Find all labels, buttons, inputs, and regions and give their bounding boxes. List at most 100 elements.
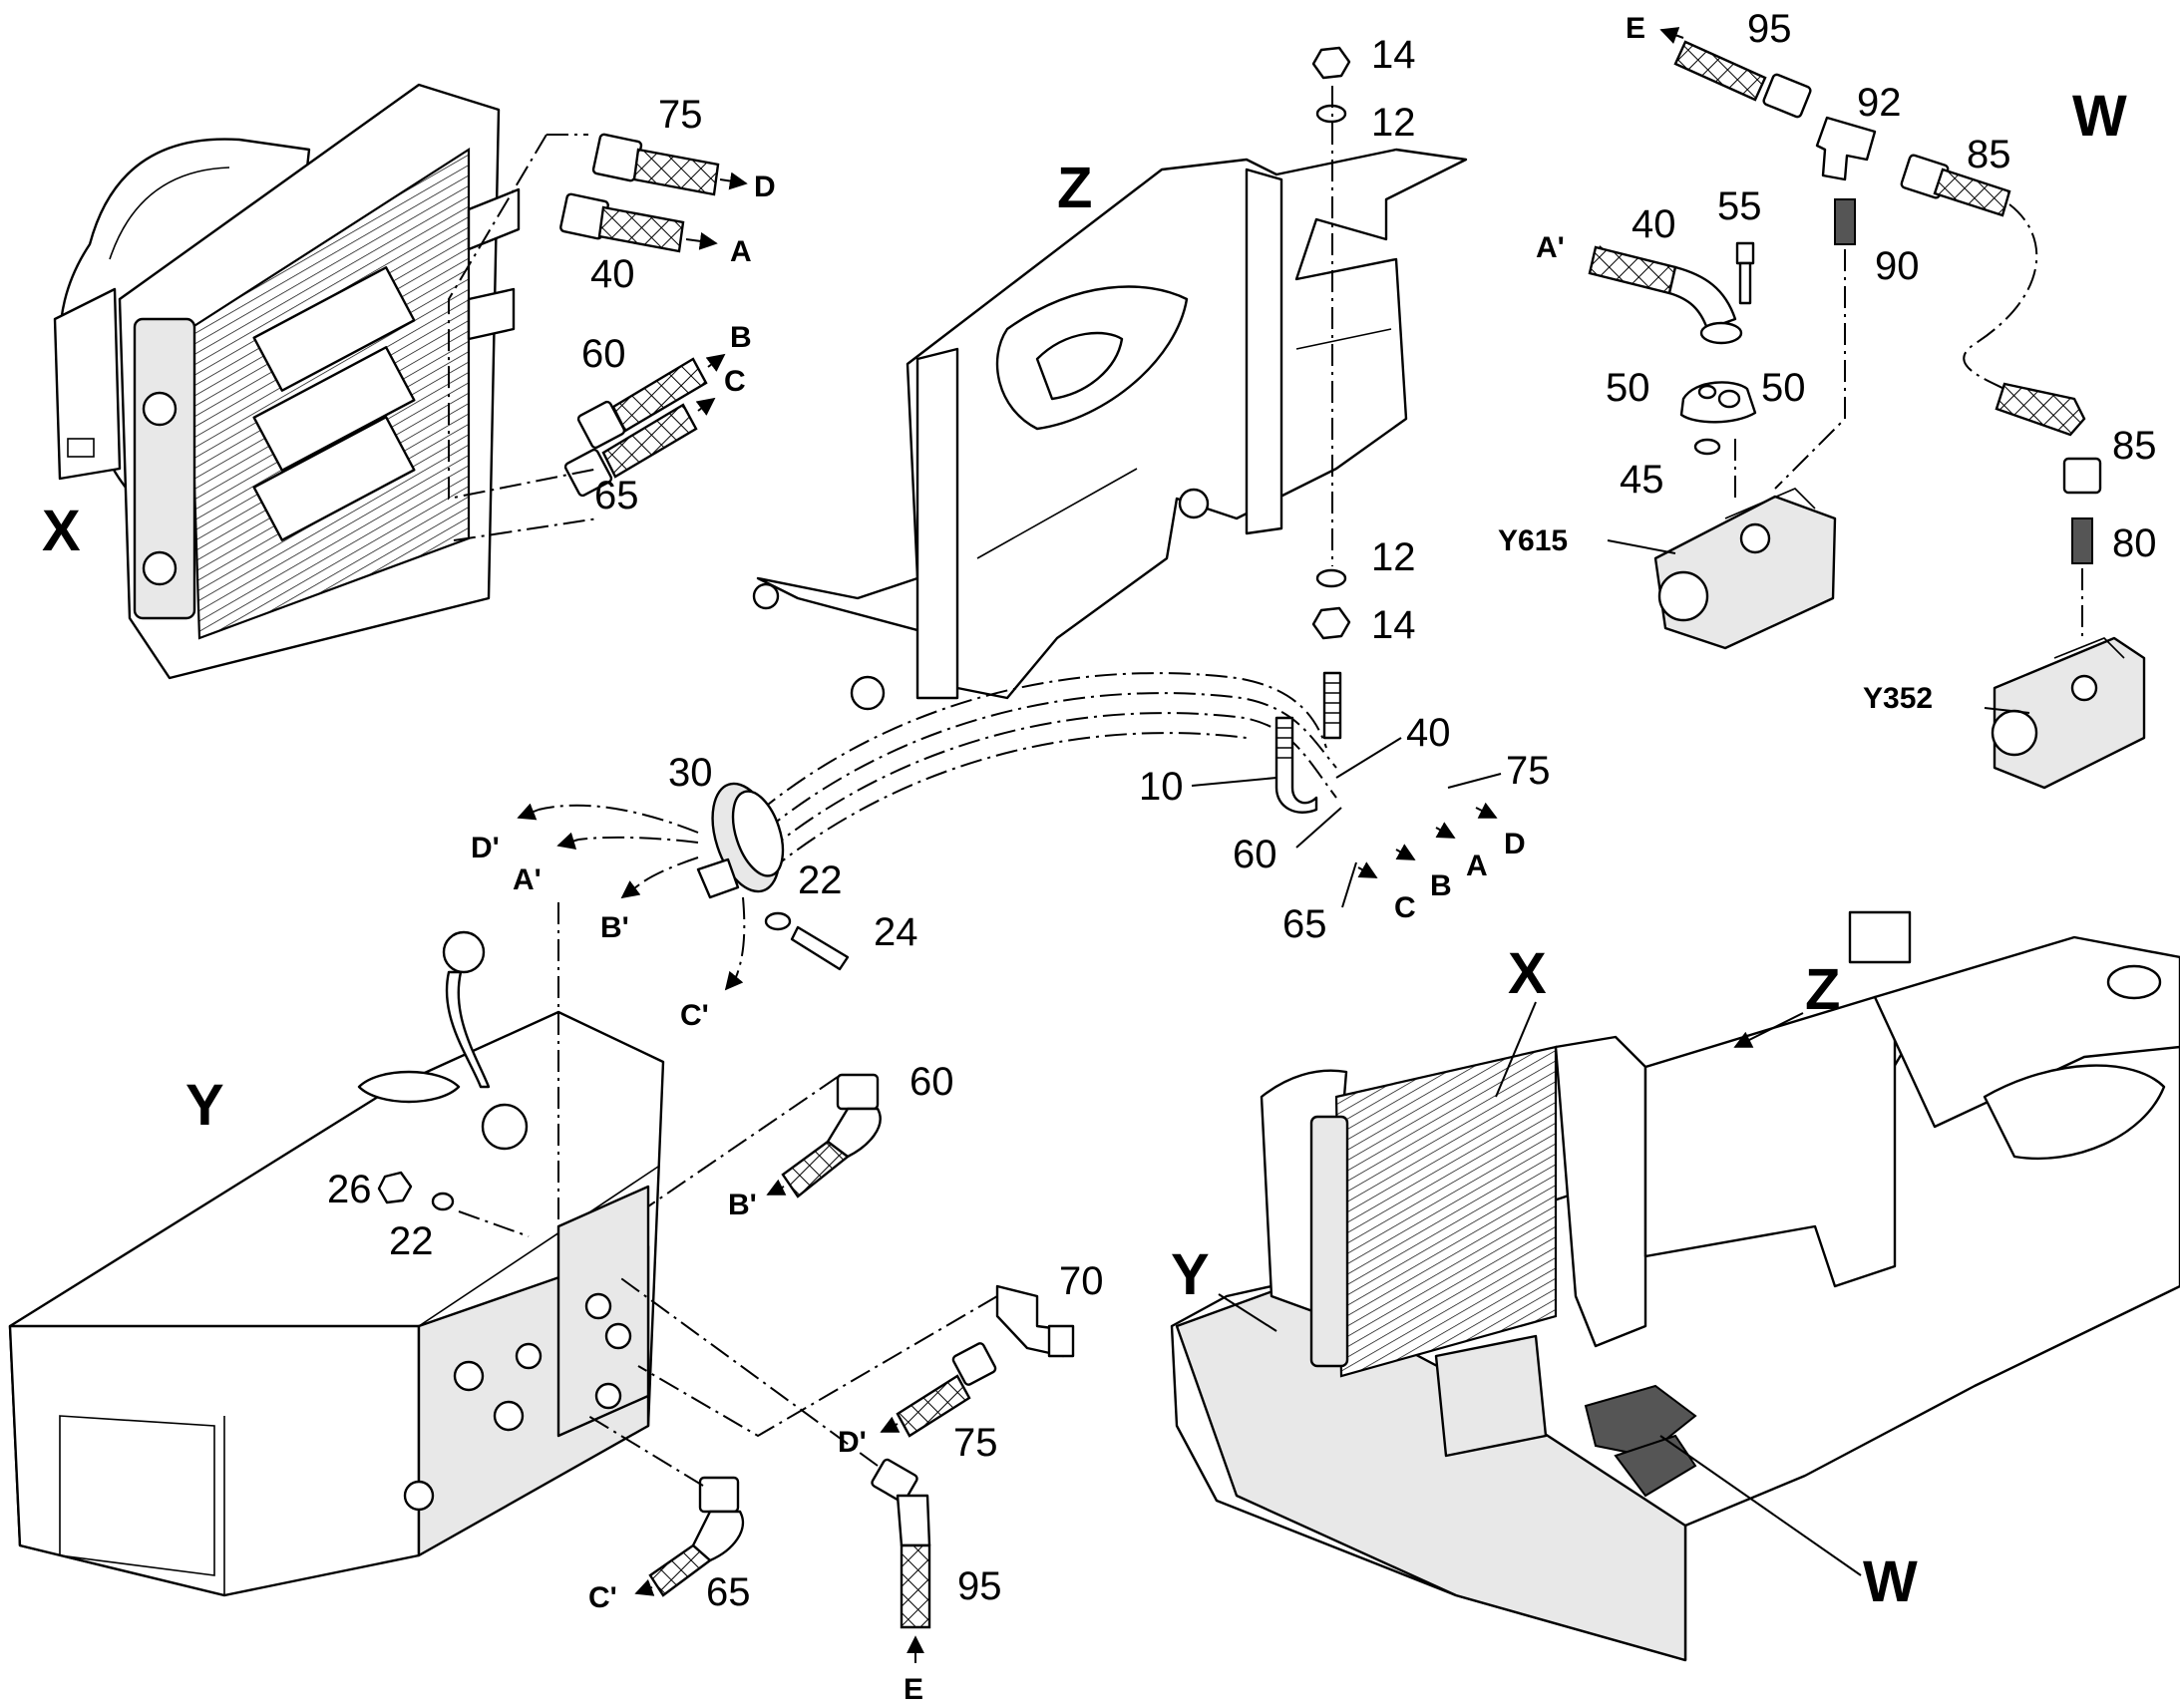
overview-leader-y (1218, 1293, 1277, 1332)
hose-75-bottom (880, 1342, 997, 1438)
view-label-y: Y (185, 1073, 224, 1138)
hose-40-top (559, 192, 718, 253)
part-number-26: 26 (327, 1168, 372, 1211)
part-number-55: 55 (1717, 184, 1762, 228)
tank-assembly (8, 930, 665, 1597)
overview-label-y: Y (1171, 1242, 1210, 1307)
arrow-b-prime (620, 880, 641, 899)
arrow-d-bundle (1475, 802, 1498, 819)
clamp-bracket-10 (1274, 716, 1318, 814)
hose-95-top (1659, 27, 1812, 119)
part-number-70: 70 (1059, 1259, 1104, 1303)
tee-70 (995, 1284, 1075, 1358)
point-b-prime: B' (600, 911, 629, 944)
view-label-z: Z (1057, 156, 1092, 220)
arrow-d-prime (517, 803, 540, 821)
point-d-bundle: D (1504, 828, 1526, 860)
cooler-assembly (53, 83, 521, 680)
point-a-top: A (730, 235, 752, 268)
fastener-stack (1311, 46, 1351, 740)
hose-65-bottom (634, 1476, 745, 1597)
part-number-60-bundle: 60 (1233, 833, 1277, 876)
point-c-prime-bottom: C' (588, 1581, 617, 1614)
part-number-50-left: 50 (1606, 366, 1650, 410)
part-number-22-left: 22 (389, 1219, 434, 1263)
hose-85-lower (1995, 382, 2102, 564)
part-number-12-mid: 12 (1371, 535, 1416, 579)
part-number-95-top: 95 (1747, 7, 1792, 51)
part-number-40-right: 40 (1632, 202, 1676, 246)
hose-60-bottom (766, 1073, 882, 1198)
point-d-top: D (754, 171, 776, 203)
overview-label-x: X (1508, 941, 1547, 1006)
part-number-12-top: 12 (1371, 101, 1416, 145)
grommet-30 (696, 782, 785, 899)
overview-leader-w (1659, 1435, 1862, 1576)
view-label-x: X (42, 499, 81, 563)
hose-40-right (1588, 244, 1743, 345)
hose-65-top (563, 397, 716, 498)
overview-leader-x (1495, 1001, 1537, 1098)
overview-label-z: Z (1805, 957, 1840, 1022)
point-c-top: C (724, 365, 746, 398)
arrow-c-bundle (1357, 861, 1378, 878)
part-number-40-bundle: 40 (1406, 711, 1451, 755)
tee-92 (1815, 116, 1877, 245)
part-number-80: 80 (2112, 521, 2157, 565)
point-d-prime: D' (471, 832, 500, 864)
part-number-90: 90 (1875, 244, 1920, 288)
part-number-14-top: 14 (1371, 33, 1416, 77)
point-c-prime: C' (680, 999, 709, 1032)
machine-overview (1170, 910, 2180, 1662)
hose-95-bottom (871, 1458, 931, 1663)
part-number-92: 92 (1857, 81, 1902, 125)
point-a-prime-right: A' (1536, 231, 1565, 264)
part-number-95-bottom: 95 (957, 1564, 1002, 1608)
part-number-60-bottom: 60 (909, 1060, 954, 1104)
seal-45 (1693, 438, 1721, 456)
part-number-85-lower: 85 (2112, 424, 2157, 468)
overview-arrow-z (1733, 1012, 1804, 1048)
hose-75-top (591, 133, 748, 196)
point-c-bundle: C (1394, 891, 1416, 924)
code-y352: Y352 (1863, 682, 1933, 715)
hose-60-top (576, 353, 726, 450)
part-number-45: 45 (1620, 458, 1664, 502)
part-number-60-top: 60 (581, 332, 626, 376)
overview-label-w: W (1863, 1549, 1918, 1614)
point-a-prime: A' (513, 863, 542, 896)
part-number-10: 10 (1139, 765, 1184, 809)
pump-y352 (1991, 636, 2146, 790)
part-number-65-bundle: 65 (1282, 902, 1327, 946)
arrow-c-prime (724, 970, 744, 991)
flange-50 (1679, 381, 1757, 424)
part-number-85-upper: 85 (1967, 133, 2011, 176)
part-number-50-right: 50 (1761, 366, 1806, 410)
point-b-top: B (730, 321, 752, 354)
part-number-22-center: 22 (798, 858, 843, 902)
hose-bundle (757, 672, 1337, 873)
point-b-prime-bottom: B' (728, 1189, 757, 1221)
part-number-65-bottom: 65 (706, 1570, 751, 1614)
part-number-40-top: 40 (590, 252, 635, 296)
point-e-bottom: E (904, 1673, 923, 1706)
frame-assembly (752, 148, 1468, 711)
arrow-a-bundle (1435, 822, 1456, 839)
view-label-w: W (2072, 84, 2127, 149)
point-e-top: E (1626, 12, 1645, 45)
part-number-75-top: 75 (658, 93, 703, 137)
part-number-14-mid: 14 (1371, 603, 1416, 647)
part-number-75-bottom: 75 (953, 1421, 998, 1465)
code-y615: Y615 (1498, 524, 1568, 557)
part-number-65-top: 65 (594, 474, 639, 517)
bolt-24 (764, 911, 850, 971)
point-a-bundle: A (1466, 850, 1488, 882)
part-number-30: 30 (668, 751, 713, 795)
arrow-a-prime (556, 832, 579, 850)
part-number-75-bundle: 75 (1506, 749, 1551, 793)
nut-26 (377, 1171, 455, 1211)
pump-y615 (1653, 488, 1837, 650)
arrow-b-bundle (1395, 844, 1416, 860)
bolt-55 (1735, 241, 1755, 305)
